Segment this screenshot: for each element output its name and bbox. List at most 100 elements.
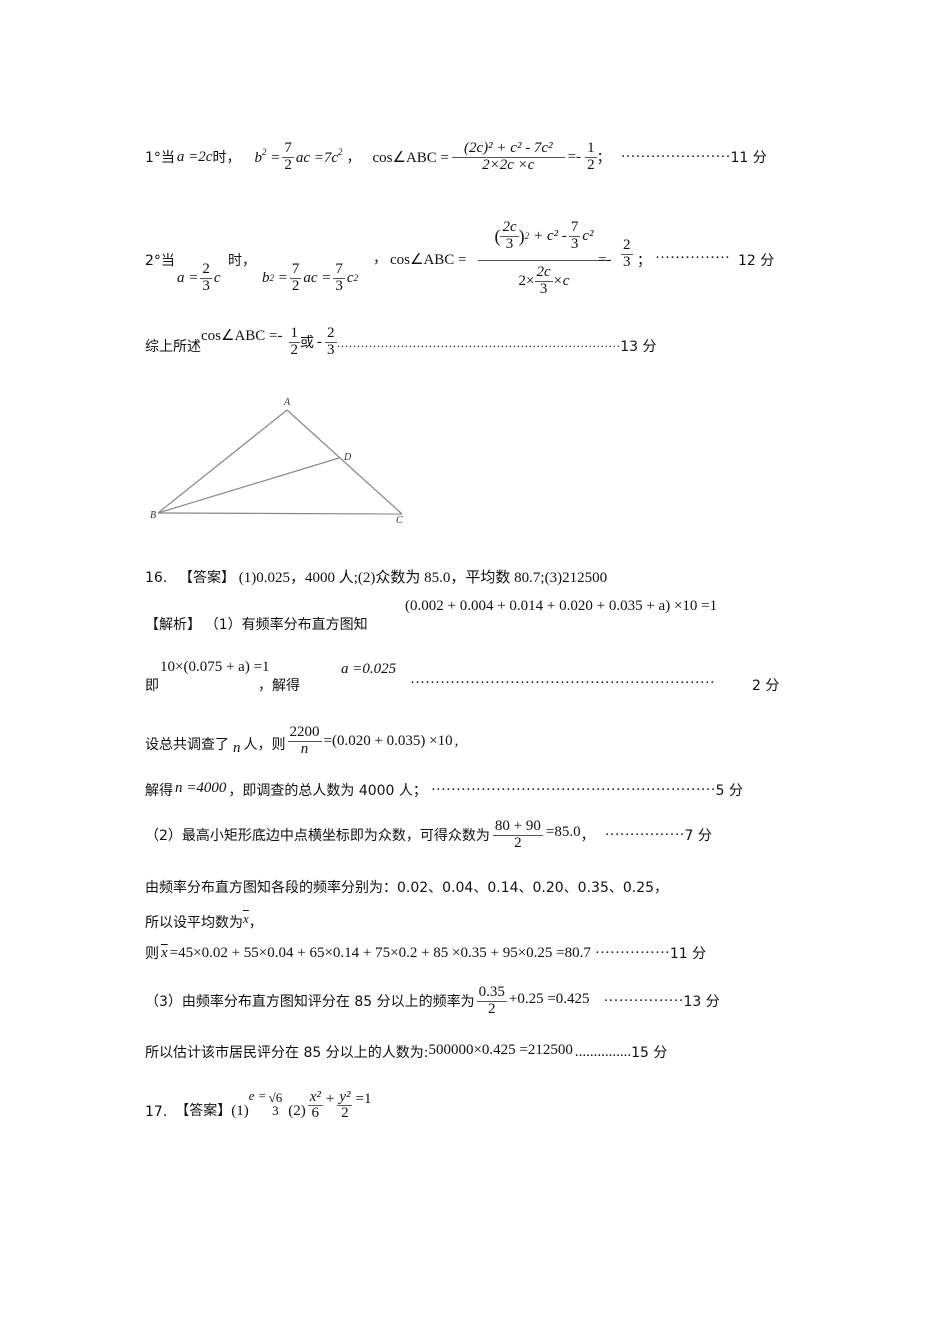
summary-leader: ········································… (336, 338, 621, 353)
case1-b2: b2 = (254, 147, 281, 166)
q16-mean-intro-text: 所以设平均数为 (145, 915, 243, 931)
q16-part2-score: 7 分 (684, 828, 712, 844)
q16-line3-eq: =(0.020 + 0.035) ×10 (323, 732, 453, 749)
summary-minus: - (317, 333, 322, 350)
case2-score: 12 分 (738, 253, 775, 269)
q16-estimate-line: 所以估计该市居民评分在 85 分以上的人数为: 500000×0.425 =21… (145, 1042, 667, 1062)
q16-line3-end: , (454, 732, 459, 749)
q16-line2-score: 2 分 (752, 678, 780, 694)
case1-b2-rest: ac =7c2 (295, 147, 343, 166)
q16-line3-mid: 人，则 (243, 737, 286, 753)
q16-line4-text: ，即调查的总人数为 4000 人； (228, 783, 427, 799)
case1-label: 1°当 (145, 150, 175, 166)
q16-line2-mid: ，解得 (258, 678, 300, 694)
q16-mean-var: x (243, 911, 249, 926)
q16-mean-prefix: 则 (145, 946, 159, 962)
vertex-b-label: B (150, 510, 156, 521)
q16-mean-leader: ··············· (594, 944, 670, 961)
q16-line4-prefix: 解得 (145, 783, 173, 799)
q16-line2: 即 (145, 675, 159, 695)
q17-eq-end: =1 (355, 1091, 372, 1107)
case2-label: 2°当 (145, 253, 175, 269)
q16-eq3: a =0.025 (341, 661, 397, 677)
q16-est-score: 15 分 (631, 1045, 668, 1061)
q16-freq-line: 由频率分布直方图知各段的频率分别为：0.02、0.04、0.14、0.20、0.… (145, 880, 669, 896)
q16-line3-var: n (233, 739, 241, 756)
q17-plus: + (325, 1091, 335, 1107)
q17-p1: (1) (231, 1103, 249, 1119)
q16-answer-line: 16. 【答案】 (1)0.025，4000 人;(2)众数为 85.0，平均数… (145, 566, 607, 587)
q16-part3-leader: ················ (603, 992, 684, 1009)
q16-line4-eq: n =4000 (175, 779, 227, 796)
case2-sep: ， (373, 251, 387, 267)
q16-mean-intro-end: ， (248, 915, 263, 931)
q16-mean-line: 则 x =45×0.02 + 55×0.04 + 65×0.14 + 75×0.… (145, 943, 706, 963)
summary-score: 13 分 (620, 339, 657, 355)
q16-line3-prefix: 设总共调查了 (145, 737, 229, 753)
q16-mean-xbar: x (161, 944, 168, 961)
case2-eq: =- (598, 252, 612, 268)
q16-line4-score: 5 分 (715, 783, 743, 799)
case1-end: ； (596, 150, 611, 166)
q16-answer-tag: 【答案】 (179, 570, 236, 586)
summary-or: 或 (300, 335, 314, 351)
vertex-d-label: D (343, 452, 352, 463)
q16-est-leader: ............... (574, 1043, 632, 1060)
q16-est-eq: 500000×0.425 =212500 (428, 1041, 573, 1058)
q16-part3-text: （3）由频率分布直方图知评分在 85 分以上的频率为 (145, 994, 475, 1010)
q16-number: 16. (145, 570, 168, 586)
vertex-c-label: C (396, 515, 403, 526)
q16-line4: 解得 n =4000 ，即调查的总人数为 4000 人； ···········… (145, 780, 743, 800)
q16-part2-end: ， (580, 828, 595, 844)
summary-cos: cos∠ABC =- (201, 327, 283, 344)
case1-leader: ······················ (620, 148, 731, 165)
case1-cos-label: cos∠ABC = (372, 149, 450, 166)
q16-mean-eq: =45×0.02 + 55×0.04 + 65×0.14 + 75×0.2 + … (169, 944, 591, 961)
q16-analysis-tag: 【解析】 (145, 617, 201, 633)
q17-number: 17. (145, 1104, 168, 1120)
q16-part3-score: 13 分 (683, 994, 720, 1010)
case1-sep: ， (346, 150, 361, 166)
q17-e-lhs: e = (248, 1088, 267, 1103)
q16-est-text: 所以估计该市居民评分在 85 分以上的人数为: (145, 1045, 429, 1061)
triangle-figure: A B C D (150, 397, 403, 526)
q16-part2-leader: ················ (604, 826, 685, 843)
q16-part2-text: （2）最高小矩形底边中点横坐标即为众数，可得众数为 (145, 828, 490, 844)
q16-part3-eq: +0.25 =0.425 (508, 990, 590, 1007)
q16-answer-text: (1)0.025，4000 人;(2)众数为 85.0，平均数 80.7;(3)… (238, 570, 608, 586)
vertex-a-label: A (283, 397, 291, 408)
q17-p2: (2) (288, 1103, 306, 1119)
q16-line2-leader: ········································… (410, 675, 715, 691)
case1-when: 时， (212, 150, 241, 166)
q16-mean-score: 11 分 (669, 946, 707, 962)
case2-cos-label: cos∠ABC = (390, 252, 467, 268)
case1-condition: a =2c (176, 148, 213, 165)
q16-line4-leader: ········································… (430, 781, 716, 798)
summary-label: 综上所述 (145, 339, 201, 355)
q16-eq2: 10×(0.075 + a) =1 (160, 659, 270, 675)
case2-end: ； (637, 253, 651, 269)
q16-mean-intro: 所以设平均数为x， (145, 911, 263, 932)
